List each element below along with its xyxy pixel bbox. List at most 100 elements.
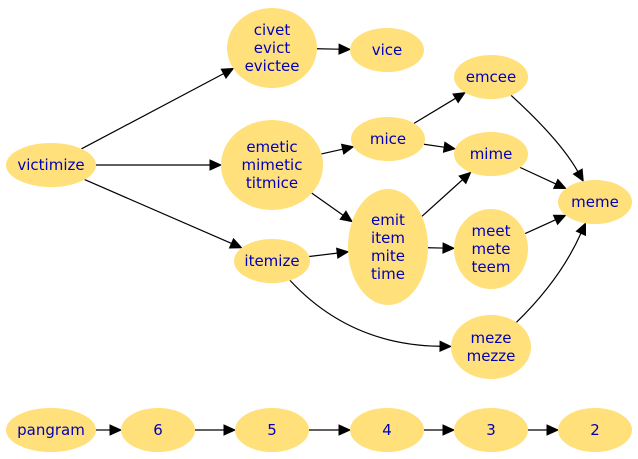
edge-line [413, 97, 456, 124]
node-vice: vice [350, 28, 424, 72]
node-label: meet [472, 222, 511, 240]
edge-itemize-to-emit_group [309, 247, 350, 259]
node-meme: meme [558, 180, 632, 224]
node-n6: 6 [121, 408, 195, 452]
edge-line [516, 233, 582, 323]
arrowhead-icon [458, 171, 472, 185]
node-label: item [371, 229, 405, 247]
node-label: time [371, 265, 405, 283]
edge-mime-to-meme [519, 166, 567, 190]
edge-mice-to-emcee [413, 92, 467, 124]
arrowhead-icon [209, 159, 223, 171]
node-ellipse [451, 315, 531, 379]
edge-n5-to-n4 [309, 424, 352, 436]
arrowhead-icon [439, 340, 453, 353]
edge-n6-to-n5 [195, 424, 237, 436]
edge-line [84, 179, 232, 244]
edge-pangram-to-n6 [96, 424, 123, 436]
arrowhead-icon [338, 424, 352, 436]
node-ellipse [227, 8, 317, 88]
node-label: mete [472, 240, 511, 258]
node-label: emit [371, 211, 405, 229]
edge-emetic_group-to-mice [321, 143, 355, 155]
edge-line [421, 179, 463, 217]
edge-emit_group-to-mime [421, 171, 472, 217]
node-ellipse [350, 28, 424, 72]
node-label: vice [372, 41, 403, 59]
node-ellipse [454, 408, 528, 452]
arrowhead-icon [442, 141, 457, 153]
edge-victimize-to-itemize [84, 179, 243, 249]
node-victimize: victimize [6, 143, 96, 187]
arrowhead-icon [452, 92, 467, 104]
edge-line [423, 143, 445, 148]
node-label: 3 [486, 421, 496, 439]
node-ellipse [350, 408, 424, 452]
edge-line [309, 252, 338, 258]
edge-emit_group-to-meet_group [427, 242, 456, 254]
edge-victimize-to-emetic_group [96, 159, 223, 171]
arrowhead-icon [339, 210, 354, 223]
node-ellipse [558, 408, 632, 452]
node-ellipse [221, 120, 323, 210]
arrowhead-icon [575, 222, 587, 237]
arrowhead-icon [552, 214, 567, 226]
edge-n4-to-n3 [424, 424, 456, 436]
node-itemize: itemize [234, 239, 310, 283]
edge-line [289, 279, 441, 347]
node-label: 5 [267, 421, 277, 439]
node-label: evict [254, 39, 291, 57]
node-n4: 4 [350, 408, 424, 452]
edge-line [510, 94, 579, 172]
node-ellipse [351, 117, 425, 161]
node-ellipse [6, 143, 96, 187]
edge-mice-to-mime [423, 141, 457, 153]
node-ellipse [234, 239, 310, 283]
arrowhead-icon [220, 67, 235, 79]
edge-line [311, 192, 344, 216]
node-label: 2 [590, 421, 600, 439]
node-ellipse [235, 408, 309, 452]
node-label: evictee [245, 57, 300, 75]
arrowhead-icon [546, 424, 560, 436]
edge-line [81, 73, 224, 150]
arrowhead-icon [336, 247, 350, 259]
edge-n3-to-n2 [528, 424, 560, 436]
node-pangram: pangram [6, 408, 96, 452]
node-n2: 2 [558, 408, 632, 452]
node-label: emetic [246, 138, 297, 156]
node-label: civet [254, 21, 291, 39]
node-ellipse [121, 408, 195, 452]
arrowhead-icon [442, 242, 456, 254]
edge-meet_group-to-meme [524, 214, 567, 235]
node-mime: mime [454, 132, 528, 176]
node-label: meme [571, 193, 619, 211]
node-ellipse [558, 180, 632, 224]
arrowhead-icon [338, 43, 352, 55]
node-ellipse [6, 408, 96, 452]
node-label: pangram [17, 421, 85, 439]
arrowhead-icon [340, 143, 355, 155]
node-label: mite [371, 247, 405, 265]
node-label: meze [471, 329, 512, 347]
node-mice: mice [351, 117, 425, 161]
node-n3: 3 [454, 408, 528, 452]
arrowhead-icon [223, 424, 237, 436]
node-label: 6 [153, 421, 163, 439]
arrowhead-icon [442, 424, 456, 436]
node-ellipse [454, 55, 528, 99]
arrowhead-icon [552, 178, 567, 190]
node-label: victimize [17, 156, 84, 174]
edge-emetic_group-to-emit_group [311, 192, 354, 223]
node-label: emcee [466, 68, 517, 86]
arrowhead-icon [228, 237, 243, 249]
arrowhead-icon [109, 424, 123, 436]
edge-line [519, 166, 557, 185]
edges [81, 43, 587, 436]
